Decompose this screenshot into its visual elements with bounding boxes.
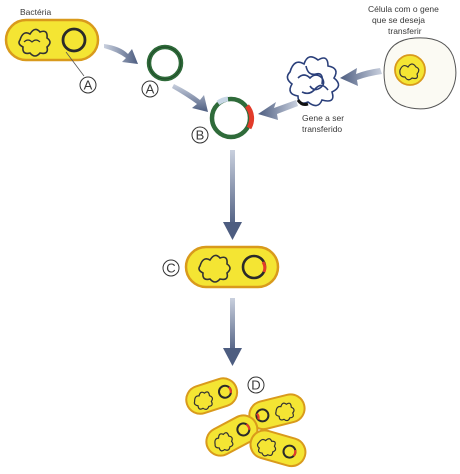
- svg-text:B: B: [196, 128, 205, 143]
- donor-cell: [383, 37, 457, 110]
- arrow-gene-to-plasmid: [258, 100, 298, 120]
- marker-a-2: A: [141, 80, 159, 98]
- svg-text:D: D: [251, 378, 260, 393]
- marker-a-1: A: [79, 76, 97, 94]
- marker-d: D: [247, 376, 265, 394]
- arrow-to-plasmid: [104, 44, 138, 64]
- gene-label-line1: Gene a ser: [302, 113, 344, 123]
- arrow-to-recombinant: [172, 84, 208, 112]
- svg-text:C: C: [166, 261, 175, 276]
- extracted-dna: [286, 56, 340, 107]
- bacterium-clone-4: [249, 429, 307, 468]
- arrow-to-multiplication: [223, 298, 242, 366]
- bacterium-clone-1: [185, 377, 239, 415]
- bacterium-source: [4, 18, 100, 62]
- svg-text:A: A: [84, 78, 93, 93]
- bacterium-transformed: [184, 245, 280, 289]
- cell-label-line3: transferir: [388, 26, 422, 36]
- cell-label-line1: Célula com o gene: [368, 4, 439, 14]
- gene-segment: [296, 99, 309, 106]
- arrow-to-dna: [340, 68, 382, 86]
- marker-b: B: [191, 126, 209, 144]
- gene-label-line2: transferido: [302, 124, 342, 134]
- bacteria-label: Bactéria: [20, 7, 51, 17]
- svg-text:A: A: [146, 82, 155, 97]
- pointer-line: [65, 51, 85, 77]
- cell-label-line2: que se deseja: [372, 15, 425, 25]
- marker-c: C: [162, 259, 180, 277]
- plasmid-isolated: [146, 44, 184, 82]
- arrow-to-transformed: [223, 150, 242, 240]
- plasmid-recombinant: [209, 96, 255, 140]
- bacterium-clone-3: [205, 414, 259, 457]
